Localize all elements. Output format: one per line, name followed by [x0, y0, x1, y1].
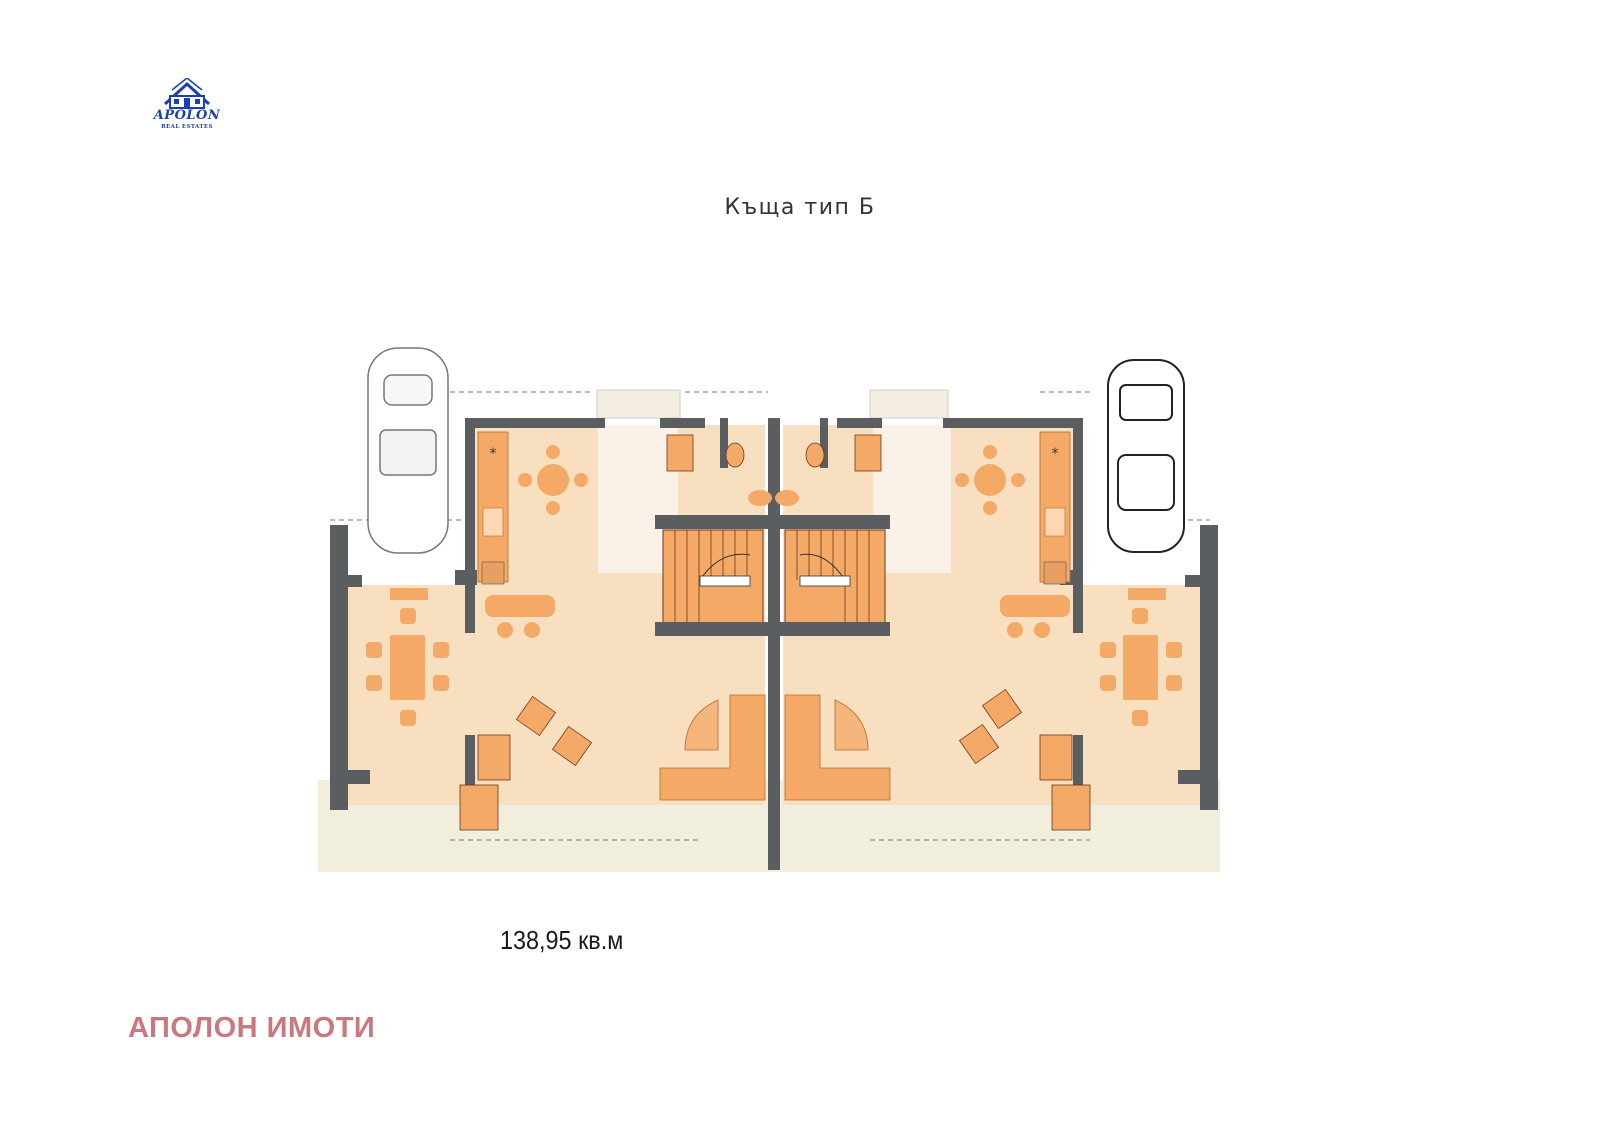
house-logo-icon	[163, 78, 211, 109]
kitchen-left: *	[477, 431, 555, 617]
apolon-logo	[163, 78, 211, 109]
sofa-icon	[659, 694, 891, 801]
area-label: 138,95 кв.м	[500, 925, 624, 955]
kitchen-right: *	[1000, 431, 1071, 617]
porch-steps	[459, 734, 1091, 831]
footer-brand: АПОЛОН ИМОТИ	[128, 1012, 376, 1044]
floor-plan: * *	[318, 347, 1220, 872]
toilet-icon	[666, 434, 882, 472]
walls	[330, 418, 1218, 870]
dining-table-icon	[366, 588, 1182, 726]
svg-text:*: *	[1052, 446, 1059, 462]
armchair-icon	[515, 688, 1023, 767]
page-title: Къща тип Б	[724, 195, 876, 220]
logo-name: APOLON	[153, 108, 221, 123]
car-top-view-icon	[367, 347, 449, 554]
sink-icon	[748, 490, 799, 506]
staircase-icon	[662, 529, 886, 631]
dining-table-icon	[497, 445, 1050, 638]
svg-text:*: *	[490, 446, 497, 462]
car-top-view-icon	[1107, 359, 1185, 553]
logo-subtitle: REAL ESTATES	[161, 124, 213, 130]
